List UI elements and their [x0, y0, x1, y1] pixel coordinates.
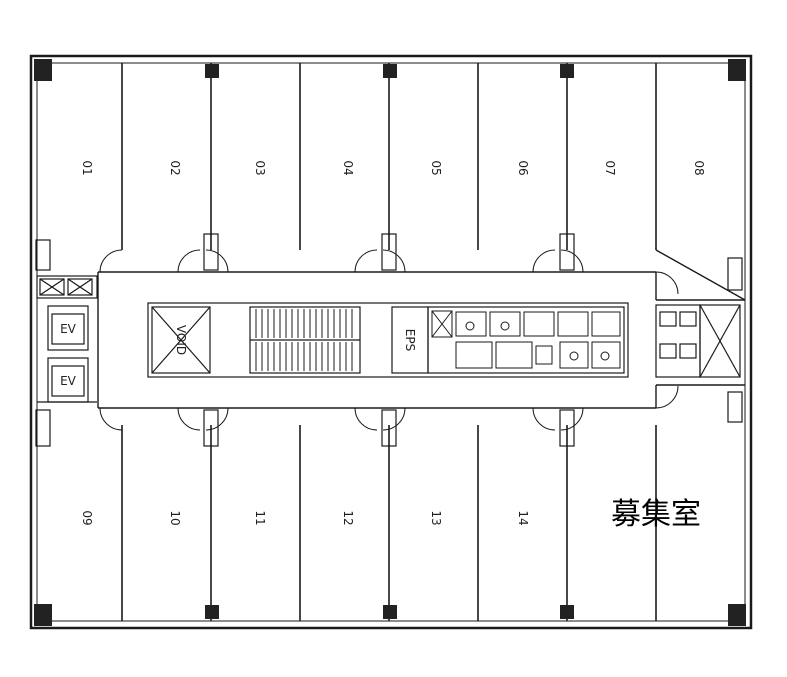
unit-label: 07 [603, 160, 617, 175]
unit-label: 14 [516, 510, 530, 525]
unit-label: 12 [341, 510, 355, 525]
unit-label: 06 [516, 160, 530, 175]
bottom-partitions [121, 425, 657, 621]
pipe-shafts [35, 233, 743, 447]
unit-label: 08 [692, 160, 706, 175]
unit-labels-top: 01 02 03 04 05 06 07 08 [80, 160, 706, 175]
utility-area [427, 306, 625, 374]
unit-label: 09 [80, 510, 94, 525]
utility-details [431, 310, 621, 369]
outer-walls [29, 54, 753, 630]
unit-label: 03 [253, 160, 267, 175]
door-swings-top [99, 249, 679, 295]
void-label: VOID [174, 325, 188, 355]
elevator-area [36, 275, 98, 403]
right-service [655, 304, 741, 378]
elevator-label: EV [60, 322, 77, 336]
elevator-car-1 [47, 305, 89, 351]
unit-label: 11 [253, 510, 267, 525]
unit-label: 02 [168, 160, 182, 175]
unit-label: 13 [429, 510, 443, 525]
unit-labels-bottom: 09 10 11 12 13 14 [80, 510, 530, 525]
stair-treads [255, 309, 353, 371]
unit-label: 05 [429, 160, 443, 175]
vacancy-label: 募集室 [611, 497, 701, 532]
core [147, 302, 629, 378]
eps-label: EPS [403, 329, 417, 351]
top-partitions [121, 63, 657, 250]
door-swings-bottom [99, 385, 679, 431]
elevator-label: EV [60, 374, 77, 388]
corridor [97, 249, 746, 409]
unit-label: 04 [341, 160, 355, 175]
void-area [151, 306, 211, 374]
unit-label: 01 [80, 160, 94, 175]
unit-label: 10 [168, 510, 182, 525]
columns [34, 59, 746, 626]
